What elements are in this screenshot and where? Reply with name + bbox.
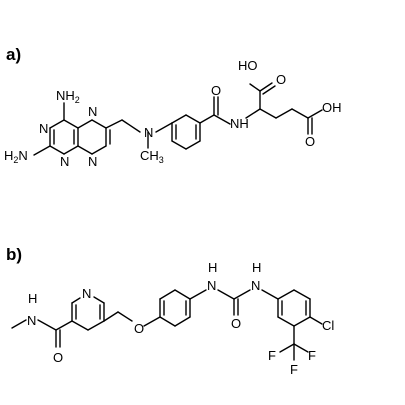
atom-o: O [276, 72, 286, 87]
bond [155, 122, 173, 133]
atom-o: O [134, 321, 144, 336]
bond [77, 119, 93, 129]
bond [217, 289, 235, 300]
bond [105, 119, 123, 129]
bond [259, 82, 273, 92]
atom-nh: NH [230, 116, 249, 131]
bond [291, 108, 309, 119]
atom-f: F [290, 362, 298, 377]
bond [262, 85, 276, 95]
bond [171, 140, 187, 150]
bond [91, 145, 107, 155]
atom-n: N [88, 154, 97, 169]
bond [213, 114, 231, 125]
atom-n: N [88, 104, 97, 119]
bond [71, 297, 81, 304]
bond [33, 145, 51, 156]
structure-b: b) [6, 245, 334, 377]
bond [87, 320, 105, 331]
atom-ho: HO [238, 58, 258, 73]
panel-label-a: a) [6, 45, 21, 64]
bond [279, 343, 295, 353]
bond [63, 119, 79, 129]
atom-o: O [211, 83, 221, 98]
atom-o: O [305, 134, 315, 149]
bond [293, 289, 311, 300]
bond [49, 119, 65, 129]
bond [159, 289, 176, 300]
bond [293, 343, 309, 353]
bond [91, 119, 107, 129]
bond [189, 289, 207, 300]
atom-n: N [82, 286, 91, 301]
bond [275, 108, 293, 119]
atom-ch3: CH3 [140, 148, 164, 165]
bond [277, 316, 295, 327]
bond [174, 289, 191, 300]
atom-n: N [207, 278, 216, 293]
bond [307, 109, 323, 119]
bond [259, 108, 277, 119]
bond [171, 114, 187, 124]
bond [185, 114, 201, 124]
atom-n: N [39, 121, 48, 136]
bond [143, 316, 161, 327]
bond [93, 296, 105, 304]
bond [71, 320, 89, 331]
bond [233, 289, 251, 300]
structure-a: a) [4, 45, 342, 169]
bond [159, 316, 176, 327]
atom-o: O [53, 350, 63, 365]
atom-n: N [27, 313, 36, 328]
atom-h: H [28, 291, 37, 306]
bond [117, 311, 133, 322]
atom-h: H [208, 260, 217, 275]
bond [199, 114, 215, 124]
bond [309, 316, 323, 325]
atom-n: N [144, 125, 153, 140]
bond [277, 289, 295, 300]
bond [174, 316, 191, 327]
panel-label-b: b) [6, 245, 22, 264]
bond [11, 319, 27, 329]
bond [245, 108, 261, 119]
atom-oh: OH [322, 100, 342, 115]
bond [103, 311, 119, 322]
atom-f: F [268, 348, 276, 363]
bond [261, 289, 279, 300]
atom-h2n: H2N [4, 148, 28, 165]
bond [121, 119, 141, 133]
bond [49, 145, 65, 155]
bond [185, 140, 201, 150]
bond [37, 319, 57, 331]
bond [55, 320, 73, 331]
atom-f: F [308, 348, 316, 363]
bond [249, 83, 261, 92]
atom-n: N [60, 154, 69, 169]
atom-nh2: NH2 [56, 88, 80, 105]
atom-o: O [231, 316, 241, 331]
bond [293, 316, 311, 327]
atom-h: H [252, 260, 261, 275]
bond [77, 145, 93, 155]
atom-cl: Cl [322, 318, 334, 333]
atom-n: N [251, 278, 260, 293]
bond [63, 145, 79, 155]
